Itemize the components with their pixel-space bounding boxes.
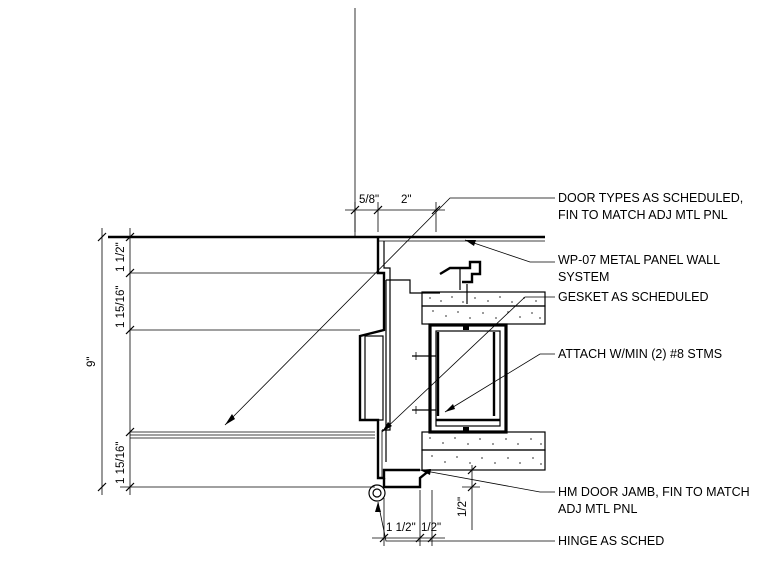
dim-left-c: 1 15/16" xyxy=(115,442,127,484)
door-jamb-profile xyxy=(358,237,440,489)
dim-right-a: 1/2" xyxy=(457,497,469,517)
note-gasket: GESKET AS SCHEDULED xyxy=(558,290,709,304)
dim-bottom-a: 1 1/2" xyxy=(386,522,416,534)
dim-left-a: 1 1/2" xyxy=(115,242,127,272)
note-door-jamb-line1: HM DOOR JAMB, FIN TO MATCH xyxy=(558,485,750,499)
note-metal-panel-line2: SYSTEM xyxy=(558,270,609,284)
note-hinge: HINGE AS SCHED xyxy=(558,534,664,548)
sheet-metal-screws xyxy=(412,284,468,414)
panel-clip xyxy=(439,260,482,290)
sheathing-lower xyxy=(421,431,546,471)
dimension-lines xyxy=(97,202,480,546)
dim-top-b: 2" xyxy=(401,194,411,206)
dim-top-a: 5/8" xyxy=(359,194,379,206)
leader-lines xyxy=(224,197,555,542)
note-door-types-line1: DOOR TYPES AS SCHEDULED, xyxy=(558,191,743,205)
door-leaf xyxy=(120,431,375,488)
note-attach-screws: ATTACH W/MIN (2) #8 STMS xyxy=(558,347,722,361)
steel-tube xyxy=(428,323,508,434)
note-door-types-line2: FIN TO MATCH ADJ MTL PNL xyxy=(558,208,728,222)
hinge-icon xyxy=(368,484,386,502)
dim-left-total: 9" xyxy=(86,357,98,367)
dim-bottom-b: 1/2" xyxy=(421,522,441,534)
note-door-jamb-line2: ADJ MTL PNL xyxy=(558,502,637,516)
note-metal-panel-line1: WP-07 METAL PANEL WALL xyxy=(558,253,720,267)
dim-left-b: 1 15/16" xyxy=(115,286,127,328)
metal-panel-top xyxy=(108,235,545,331)
